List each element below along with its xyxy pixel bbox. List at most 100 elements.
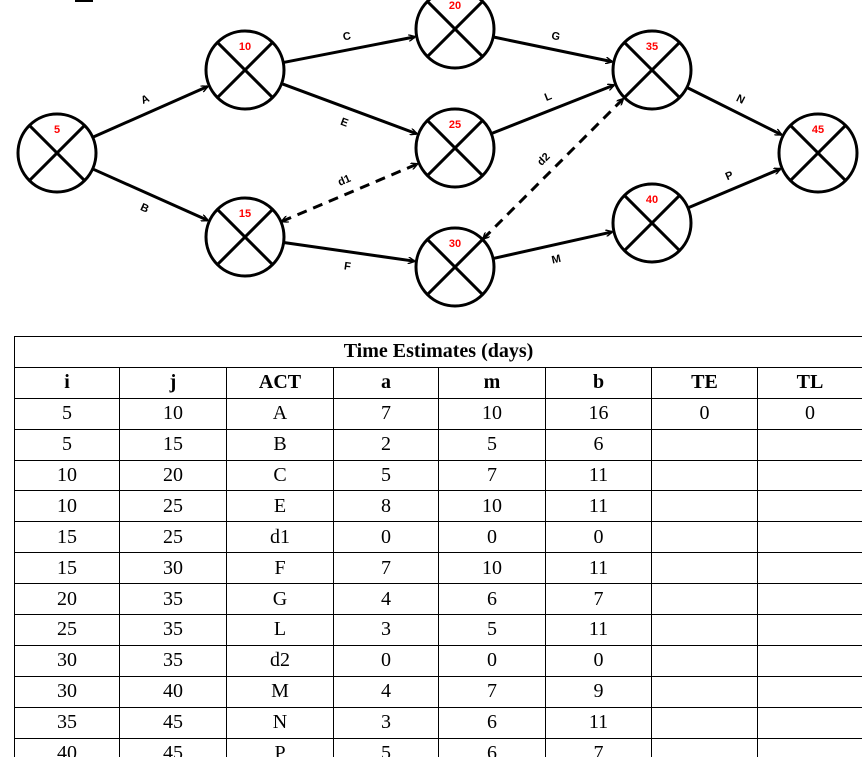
node-number: 40 xyxy=(646,194,658,206)
edge-label-b: B xyxy=(138,201,150,215)
edge-label-g: G xyxy=(550,30,561,43)
table-cell-a: 3 xyxy=(333,614,439,646)
table-cell-m: 6 xyxy=(438,706,546,739)
edge-label-l: L xyxy=(543,90,554,104)
table-title-row: Time Estimates (days) xyxy=(14,336,862,368)
table-cell-act: N xyxy=(226,706,334,739)
edge-label-n: N xyxy=(734,93,747,107)
table-cell-act: M xyxy=(226,675,334,708)
edge-label-d2: d2 xyxy=(535,151,553,169)
table-cell-m: 7 xyxy=(438,675,546,708)
table-cell-m: 6 xyxy=(438,737,546,757)
table-cell-j: 25 xyxy=(119,490,227,523)
table-cell-m: 0 xyxy=(438,644,546,677)
table-cell-b: 11 xyxy=(545,490,652,523)
table-cell-b: 11 xyxy=(545,614,652,646)
table-cell-m: 10 xyxy=(438,397,546,430)
table-cell-tl xyxy=(757,614,862,646)
table-cell-te xyxy=(651,706,758,739)
node-number: 30 xyxy=(449,238,461,250)
edge-p xyxy=(688,169,780,209)
table-cell-b: 16 xyxy=(545,397,652,430)
table-cell-te xyxy=(651,614,758,646)
node-number: 45 xyxy=(812,124,824,136)
table-cell-te xyxy=(651,583,758,616)
column-header-te: TE xyxy=(651,366,758,399)
node-15: 15 xyxy=(204,196,286,278)
edge-label-e: E xyxy=(339,116,350,130)
edge-label-c: C xyxy=(342,30,352,43)
node-circle xyxy=(414,0,496,70)
edge-d2 xyxy=(483,99,623,239)
table-cell-i: 15 xyxy=(14,521,120,554)
table-cell-m: 5 xyxy=(438,614,546,646)
table-cell-tl xyxy=(757,644,862,677)
node-number: 15 xyxy=(239,208,251,220)
table-cell-tl xyxy=(757,706,862,739)
table-cell-act: P xyxy=(226,737,334,757)
table-cell-b: 11 xyxy=(545,706,652,739)
table-cell-a: 3 xyxy=(333,706,439,739)
table-cell-tl xyxy=(757,428,862,461)
node-10: 10 xyxy=(204,29,286,111)
node-cross-line xyxy=(216,41,274,99)
table-cell-a: 7 xyxy=(333,552,439,585)
edge-a xyxy=(92,85,208,139)
table-cell-i: 20 xyxy=(14,583,120,616)
edge-label-f: F xyxy=(343,260,352,273)
table-cell-i: 5 xyxy=(14,397,120,430)
table-cell-tl xyxy=(757,459,862,492)
column-header-a: a xyxy=(333,366,439,399)
table-cell-act: G xyxy=(226,583,334,616)
table-cell-i: 25 xyxy=(14,614,120,646)
table-cell-b: 0 xyxy=(545,521,652,554)
table-cell-b: 7 xyxy=(545,737,652,757)
table-cell-i: 30 xyxy=(14,644,120,677)
table-cell-j: 45 xyxy=(119,706,227,739)
node-number: 25 xyxy=(449,119,461,131)
edge-m xyxy=(493,232,612,260)
table-cell-i: 35 xyxy=(14,706,120,739)
table-cell-te xyxy=(651,675,758,708)
table-cell-m: 10 xyxy=(438,490,546,523)
edge-d1 xyxy=(282,164,417,221)
table-cell-a: 0 xyxy=(333,521,439,554)
table-cell-i: 15 xyxy=(14,552,120,585)
table-cell-te xyxy=(651,459,758,492)
table-cell-tl: 0 xyxy=(757,397,862,430)
table-cell-tl xyxy=(757,583,862,616)
node-30: 30 xyxy=(414,226,496,308)
table-cell-b: 9 xyxy=(545,675,652,708)
node-25: 25 xyxy=(414,107,496,189)
table-cell-j: 35 xyxy=(119,644,227,677)
node-cross-line xyxy=(789,124,847,182)
node-cross-line xyxy=(426,119,484,177)
table-cell-te xyxy=(651,737,758,757)
column-header-tl: TL xyxy=(757,366,862,399)
node-number: 35 xyxy=(646,41,658,53)
table-cell-a: 5 xyxy=(333,737,439,757)
table-cell-j: 35 xyxy=(119,614,227,646)
edge-n xyxy=(687,86,782,137)
node-cross-line xyxy=(623,41,681,99)
table-cell-act: L xyxy=(226,614,334,646)
column-header-i: i xyxy=(14,366,120,399)
table-cell-te xyxy=(651,552,758,585)
table-cell-j: 25 xyxy=(119,521,227,554)
node-number: 10 xyxy=(239,41,251,53)
table-cell-tl xyxy=(757,737,862,757)
node-cross-line xyxy=(426,0,484,58)
column-header-m: m xyxy=(438,366,546,399)
column-header-act: ACT xyxy=(226,366,334,399)
